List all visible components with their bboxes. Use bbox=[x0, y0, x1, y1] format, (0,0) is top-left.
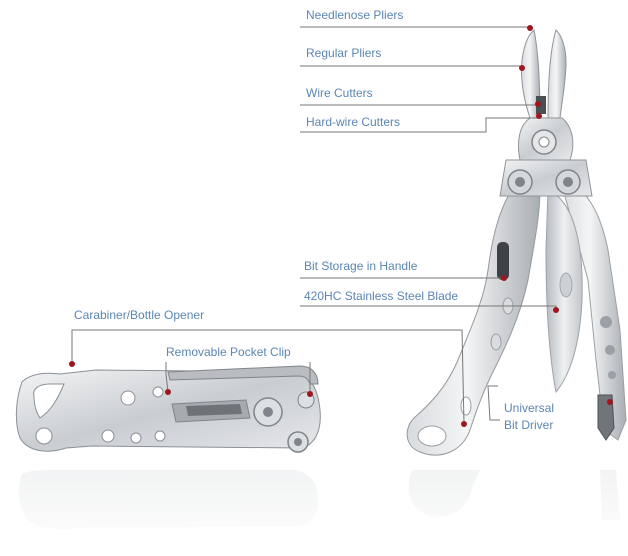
marker-bit-driver bbox=[607, 399, 613, 405]
label-carabiner: Carabiner/Bottle Opener bbox=[74, 308, 204, 322]
marker-blade bbox=[553, 307, 559, 313]
label-pocket-clip: Removable Pocket Clip bbox=[166, 345, 291, 359]
label-regular-pliers: Regular Pliers bbox=[306, 46, 381, 60]
marker-regular-pliers bbox=[519, 65, 525, 71]
marker-wire-cutters bbox=[535, 101, 541, 107]
label-hard-wire-cutters: Hard-wire Cutters bbox=[306, 115, 400, 129]
marker-bit-storage bbox=[501, 275, 507, 281]
reflection bbox=[0, 466, 628, 556]
marker-pocket-clip bbox=[165, 389, 171, 395]
label-bit-driver-line2: Bit Driver bbox=[504, 418, 553, 432]
label-bit-driver-line1: Universal bbox=[504, 401, 554, 415]
marker-hardwire-cutters bbox=[536, 113, 542, 119]
label-needlenose-pliers: Needlenose Pliers bbox=[306, 8, 403, 22]
open-multitool bbox=[407, 30, 626, 455]
marker-carabiner bbox=[69, 361, 75, 367]
label-wire-cutters: Wire Cutters bbox=[306, 86, 373, 100]
plier-jaw-right bbox=[548, 30, 566, 118]
marker-pocket-clip-2 bbox=[307, 391, 313, 397]
label-blade: 420HC Stainless Steel Blade bbox=[304, 289, 458, 303]
label-bit-storage: Bit Storage in Handle bbox=[304, 259, 417, 273]
marker-needlenose bbox=[527, 25, 533, 31]
marker-handle-opening bbox=[461, 421, 467, 427]
closed-multitool bbox=[16, 366, 320, 452]
